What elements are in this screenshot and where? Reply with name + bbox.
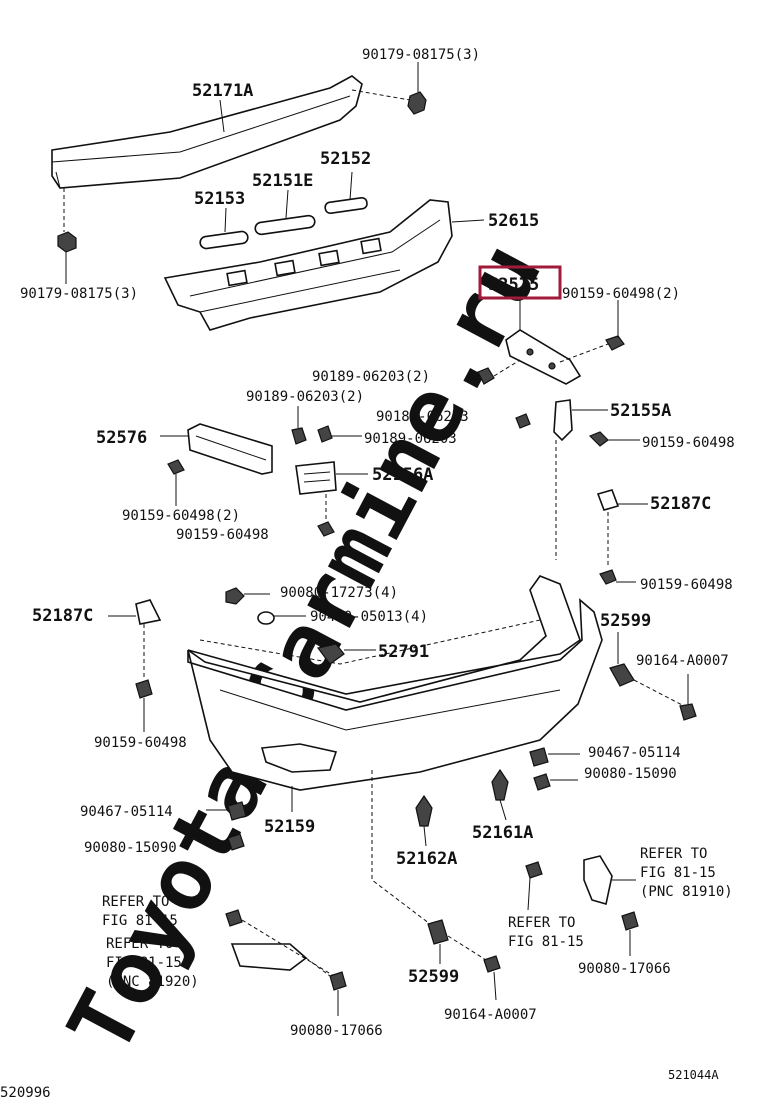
label-90467-left[interactable]: 90467-05114	[80, 804, 173, 820]
spacer-52151E	[254, 189, 316, 236]
label-52152[interactable]: 52152	[320, 149, 371, 169]
label-90159-e[interactable]: 90159-60498	[640, 577, 733, 593]
retainer-52155A	[553, 399, 608, 560]
screw-refer-left-icon	[225, 909, 335, 977]
nut-90080-15090-left-icon	[206, 833, 245, 851]
label-52575[interactable]: 52575	[488, 275, 539, 295]
nut-90080-15090-right-icon	[533, 773, 578, 791]
label-90189-a[interactable]: 90189-06203(2)	[312, 369, 430, 385]
label-90164-a[interactable]: 90164-A0007	[636, 653, 729, 669]
screw-90159-d-icon	[317, 494, 335, 537]
nut-90080-17066-right-icon	[621, 911, 639, 956]
screw-90164-b-icon	[483, 955, 501, 1001]
nut-90179-top-icon	[407, 62, 427, 115]
screw-90159-c-icon	[167, 459, 185, 506]
label-90189-d[interactable]: 90189-06203	[364, 431, 457, 447]
label-90189-b[interactable]: 90189-06203(2)	[246, 389, 364, 405]
label-90189-c[interactable]: 90189-06203	[376, 409, 469, 425]
label-52615[interactable]: 52615	[488, 211, 539, 231]
label-90430[interactable]: 90430-05013(4)	[310, 609, 428, 625]
label-52161A[interactable]: 52161A	[472, 823, 533, 843]
refer-lowerleft-line2[interactable]: FIG 81-15	[106, 955, 182, 971]
refer-mid-line2[interactable]: FIG 81-15	[508, 934, 584, 950]
clip-52791-icon	[316, 643, 376, 665]
refer-lowerleft-line1: REFER TO	[106, 936, 173, 952]
refer-lowerleft-line3[interactable]: (PNC 81920)	[106, 974, 199, 990]
screw-90159-a-icon	[605, 300, 625, 351]
label-52791[interactable]: 52791	[378, 642, 429, 662]
bumper-cover-52159	[187, 575, 603, 812]
energy-absorber-52615	[163, 199, 485, 331]
label-52151E[interactable]: 52151E	[252, 171, 313, 191]
label-52599-right[interactable]: 52599	[600, 611, 651, 631]
label-90164-b[interactable]: 90164-A0007	[444, 1007, 537, 1023]
label-90080-17273[interactable]: 90080-17273(4)	[280, 585, 398, 601]
bumper-reinforcement-52171A	[51, 75, 411, 189]
clip-90189-a-icon	[477, 359, 521, 385]
refer-mid-line1: REFER TO	[508, 915, 575, 931]
refer-left-line2[interactable]: FIG 81-15	[102, 913, 178, 929]
nut-90080-17273-icon	[225, 587, 270, 605]
label-90467-right[interactable]: 90467-05114	[588, 745, 681, 761]
bracket-52187C-right	[596, 489, 648, 568]
label-90159-a[interactable]: 90159-60498(2)	[562, 286, 680, 302]
label-90179-left[interactable]: 90179-08175(3)	[20, 286, 138, 302]
label-52159[interactable]: 52159	[264, 817, 315, 837]
refer-right-line2[interactable]: FIG 81-15	[640, 865, 716, 881]
label-90159-c[interactable]: 90159-60498(2)	[122, 508, 240, 524]
screw-90159-f-icon	[135, 679, 153, 732]
label-90159-d[interactable]: 90159-60498	[176, 527, 269, 543]
label-90179-top[interactable]: 90179-08175(3)	[362, 47, 480, 63]
nut-90179-left-icon	[57, 188, 77, 284]
spacer-52153	[199, 207, 249, 250]
label-52187C-right[interactable]: 52187C	[650, 494, 711, 514]
label-90080-17066-right[interactable]: 90080-17066	[578, 961, 671, 977]
clip-90189-d-icon	[317, 425, 362, 443]
clip-90189-c-icon	[515, 413, 531, 429]
nut-90467-right-icon	[529, 747, 580, 767]
label-90159-f[interactable]: 90159-60498	[94, 735, 187, 751]
screw-refer-right-icon	[525, 861, 543, 911]
reflector-right	[583, 855, 636, 906]
refer-right-line1: REFER TO	[640, 846, 707, 862]
spacer-52152	[324, 171, 368, 215]
washer-90430-icon	[257, 611, 306, 625]
screw-90159-b-icon	[588, 431, 640, 447]
label-90159-b[interactable]: 90159-60498	[642, 435, 735, 451]
bracket-52187C-left	[108, 599, 162, 680]
label-90080-17066-left[interactable]: 90080-17066	[290, 1023, 383, 1039]
clip-52162A-icon	[415, 794, 433, 847]
retainer-52576	[160, 423, 273, 475]
label-90080-15090-left[interactable]: 90080-15090	[84, 840, 177, 856]
refer-right-line3[interactable]: (PNC 81910)	[640, 884, 733, 900]
label-52599-bottom[interactable]: 52599	[408, 967, 459, 987]
reflector-left	[230, 943, 331, 977]
nut-90467-left-icon	[206, 801, 247, 821]
bracket-52575	[505, 300, 609, 385]
screw-52599-bottom-icon	[427, 919, 487, 964]
highlight-box-52575	[478, 265, 562, 300]
refer-left-line1: REFER TO	[102, 894, 169, 910]
retainer-52156A	[295, 461, 368, 495]
clip-52161A-icon	[491, 768, 509, 821]
label-52155A[interactable]: 52155A	[610, 401, 671, 421]
label-52187C-left[interactable]: 52187C	[32, 606, 93, 626]
label-52576[interactable]: 52576	[96, 428, 147, 448]
label-52153[interactable]: 52153	[194, 189, 245, 209]
screw-90164-a-icon	[679, 674, 697, 721]
label-52156A[interactable]: 52156A	[372, 465, 433, 485]
label-52162A[interactable]: 52162A	[396, 849, 457, 869]
label-90080-15090-right[interactable]: 90080-15090	[584, 766, 677, 782]
screw-52599-right-icon	[609, 632, 685, 707]
illustration-code-left: 520996	[0, 1085, 51, 1101]
clip-90189-b-icon	[291, 406, 307, 445]
illustration-code-right: 521044A	[668, 1068, 719, 1082]
nut-90080-17066-left-icon	[329, 971, 347, 1016]
screw-90159-e-icon	[599, 569, 636, 585]
label-52171A[interactable]: 52171A	[192, 81, 253, 101]
